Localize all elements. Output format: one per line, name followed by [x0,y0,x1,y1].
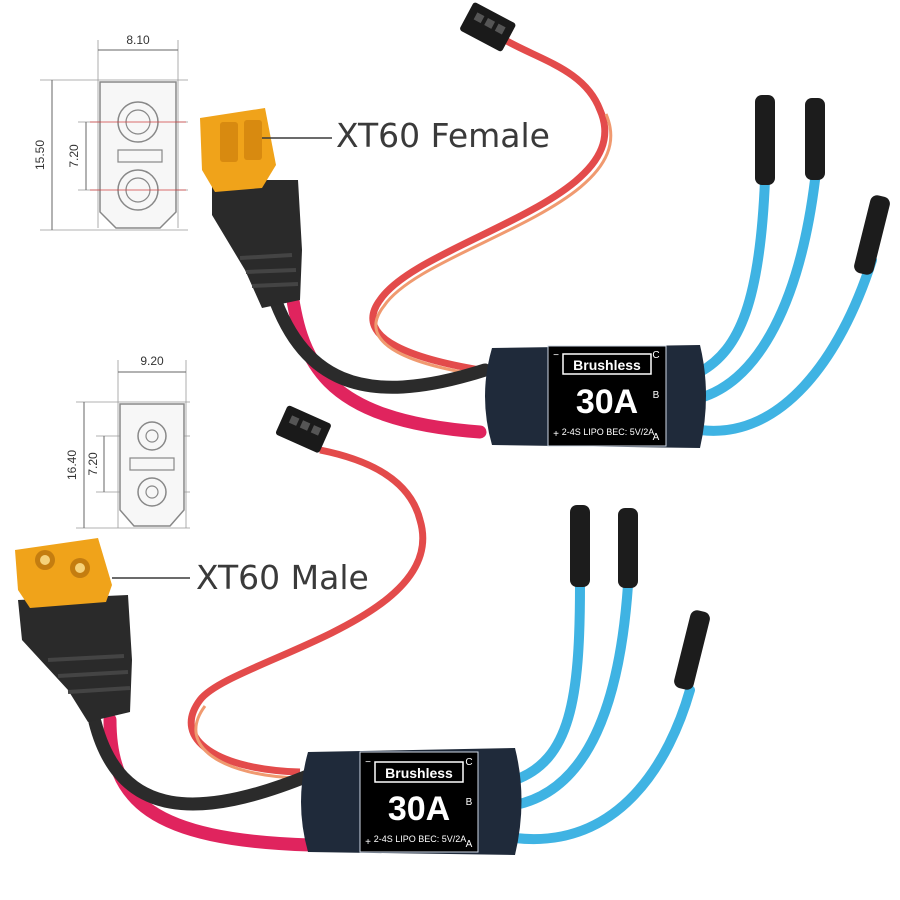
bottom-esc-assembly: Brushless 30A 2-4S LIPO BEC: 5V/2A C B A… [15,405,710,855]
male-width-dim: 9.20 [140,354,164,368]
top-motor-wire-b [695,175,820,403]
top-servo-plug [460,2,516,52]
top-esc-label [547,345,667,447]
bottom-esc-spec: 2-4S LIPO BEC: 5V/2A [374,834,467,844]
top-esc-brand: Brushless [573,357,641,373]
bottom-esc-neg: − [365,757,371,768]
bottom-esc-phase-c: C [465,757,472,768]
bottom-esc-brand: Brushless [385,765,453,781]
female-pitch-dim: 7.20 [67,144,81,168]
top-black-wire [263,278,492,394]
top-esc-phase-a: A [653,432,660,443]
female-dimension-drawing: 8.10 15.50 7.20 [33,33,188,231]
bottom-red-wire [103,713,317,852]
xt60-male-callout: XT60 Male [196,558,369,597]
top-esc-assembly: Brushless 30A 2-4S LIPO BEC: 5V/2A C B A… [200,2,890,448]
male-dimension-drawing: 9.20 16.40 7.20 [65,354,190,529]
top-esc-rating: 30A [576,383,638,421]
top-esc-phase-b: B [653,390,660,401]
female-height-dim: 15.50 [33,140,47,170]
bottom-bullet-c [570,505,590,587]
male-pitch-dim: 7.20 [86,452,100,476]
top-signal-wire [369,36,609,374]
top-motor-wire-c [695,175,770,377]
bottom-esc-rating: 30A [388,790,450,828]
bottom-black-wire [88,715,317,811]
bottom-xt60-male-connector [15,538,112,608]
bottom-signal-wire [187,446,427,776]
bottom-esc-phase-a: A [466,839,473,850]
bottom-bullet-a [674,610,710,690]
male-height-dim: 16.40 [65,450,79,480]
bottom-esc-phase-b: B [466,797,473,808]
top-bullet-b [805,98,825,180]
bottom-esc-pos: + [365,837,371,848]
top-red-wire [283,273,487,439]
bottom-motor-wire-a [510,685,695,845]
top-esc-phase-c: C [652,350,659,361]
bottom-motor-wire-b [510,580,633,810]
top-esc-pos: + [553,429,559,440]
top-xt60-boot [212,180,302,308]
bottom-servo-plug [275,405,331,453]
bottom-bullet-b [618,508,638,588]
bottom-motor-wire-c [510,580,585,785]
bottom-esc-label [359,751,479,853]
xt60-female-callout: XT60 Female [336,116,550,155]
female-width-dim: 8.10 [126,33,150,47]
top-esc-spec: 2-4S LIPO BEC: 5V/2A [562,427,655,437]
top-esc-neg: − [553,350,559,361]
top-motor-wire-a [695,255,877,436]
top-bullet-a [854,195,890,275]
top-bullet-c [755,95,775,185]
